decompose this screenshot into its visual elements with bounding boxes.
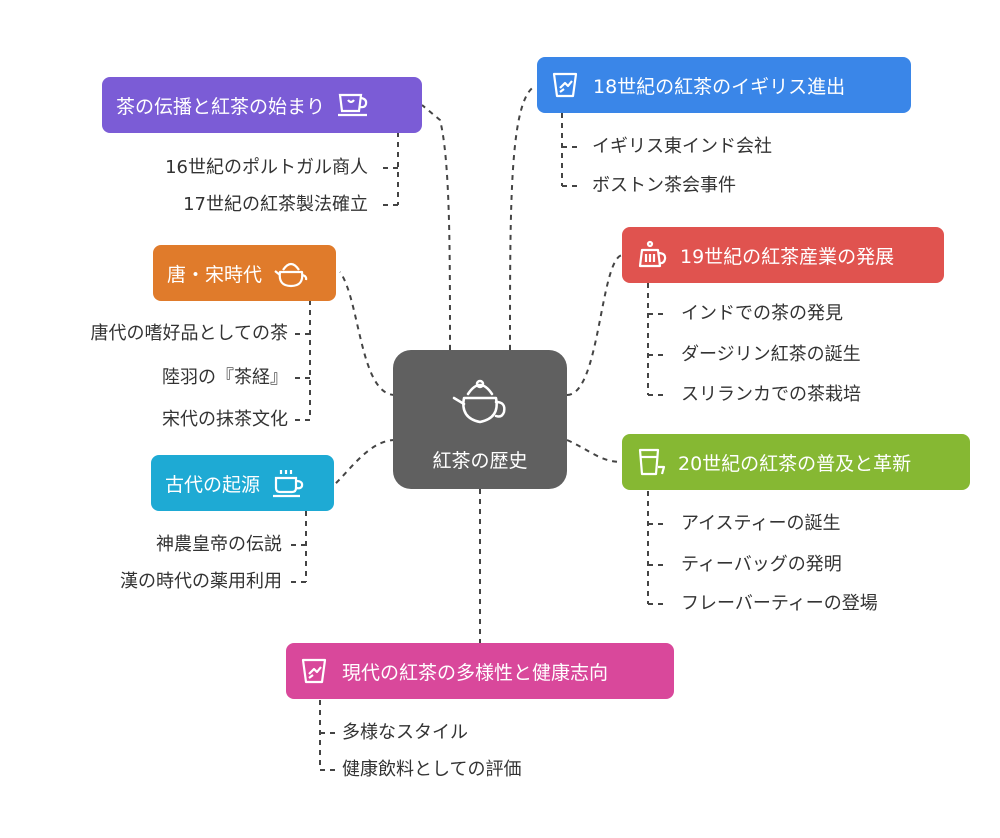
teapot-icon <box>274 262 308 288</box>
branch-ancient-origin[interactable]: 古代の起源 <box>151 455 334 511</box>
branch-label: 古代の起源 <box>165 473 261 496</box>
branch-label: 茶の伝播と紅茶の始まり <box>116 95 326 118</box>
leaf-item: 17世紀の紅茶製法確立 <box>183 194 368 215</box>
glass-icon <box>638 448 666 476</box>
teapot-icon <box>452 379 506 424</box>
kettle-icon <box>638 240 667 268</box>
leaf-item: 漢の時代の薬用利用 <box>120 571 282 592</box>
branch-label: 唐・宋時代 <box>167 263 263 286</box>
branch-18th-century[interactable]: 18世紀の紅茶のイギリス進出 <box>537 57 911 113</box>
tea-leaf-cup-icon <box>301 658 327 684</box>
branch-modern-diversity[interactable]: 現代の紅茶の多様性と健康志向 <box>286 643 674 699</box>
leaf-item: 16世紀のポルトガル商人 <box>165 157 368 178</box>
leaf-item: アイスティーの誕生 <box>681 513 841 534</box>
branch-label: 20世紀の紅茶の普及と革新 <box>678 452 912 475</box>
branch-tea-spread[interactable]: 茶の伝播と紅茶の始まり <box>102 77 422 133</box>
leaf-item: 宋代の抹茶文化 <box>162 409 288 430</box>
leaf-item: 神農皇帝の伝説 <box>156 534 282 555</box>
leaf-item: 唐代の嗜好品としての茶 <box>90 323 288 344</box>
leaf-item: フレーバーティーの登場 <box>681 593 878 614</box>
leaf-item: イギリス東インド会社 <box>592 136 772 157</box>
central-topic[interactable]: 紅茶の歴史 <box>393 350 567 489</box>
leaf-item: 健康飲料としての評価 <box>342 759 522 780</box>
cup-icon <box>273 470 304 498</box>
leaf-item: ティーバッグの発明 <box>681 554 842 575</box>
leaf-item: 多様なスタイル <box>342 722 468 743</box>
tea-cup-icon <box>338 93 368 117</box>
branch-label: 18世紀の紅茶のイギリス進出 <box>593 75 846 98</box>
leaf-item: ダージリン紅茶の誕生 <box>681 344 861 365</box>
branch-tang-song[interactable]: 唐・宋時代 <box>153 245 336 301</box>
leaf-item: スリランカでの茶栽培 <box>681 384 861 405</box>
branch-label: 現代の紅茶の多様性と健康志向 <box>342 661 609 684</box>
leaf-item: インドでの茶の発見 <box>681 303 843 324</box>
leaf-item: 陸羽の『茶経』 <box>162 367 288 388</box>
central-topic-label: 紅茶の歴史 <box>432 450 528 472</box>
branch-19th-century[interactable]: 19世紀の紅茶産業の発展 <box>622 227 944 283</box>
tea-leaf-cup-icon <box>552 72 578 98</box>
branch-20th-century[interactable]: 20世紀の紅茶の普及と革新 <box>622 434 970 490</box>
branch-label: 19世紀の紅茶産業の発展 <box>680 245 895 268</box>
leaf-item: ボストン茶会事件 <box>592 175 736 196</box>
